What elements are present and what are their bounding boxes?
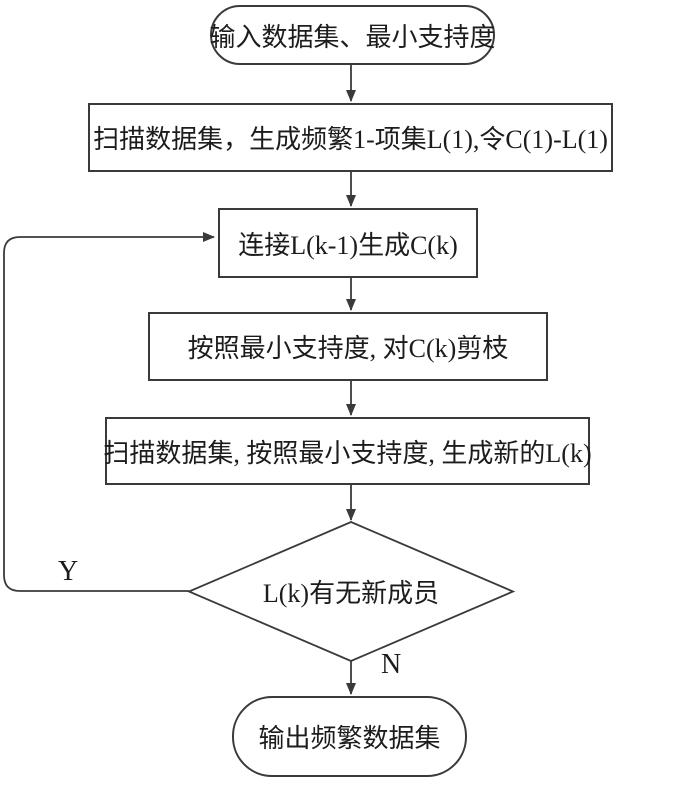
node-start-label: 输入数据集、最小支持度 [209,22,496,52]
node-scan-new-process: 扫描数据集, 按照最小支持度, 生成新的L(k) [103,417,592,485]
edge-label-yes: Y [58,556,79,587]
node-end-terminator: 输出频繁数据集 [232,696,467,777]
decision-diamond-shape [186,521,516,662]
node-start-terminator: 输入数据集、最小支持度 [209,5,496,65]
node-scan-initial-label: 扫描数据集，生成频繁1-项集L(1),令C(1)-L(1) [93,125,608,154]
node-scan-new-label: 扫描数据集, 按照最小支持度, 生成新的L(k) [103,438,592,468]
node-end-label: 输出频繁数据集 [258,724,441,753]
edge-decision-yes-loop [3,232,215,592]
edge-label-no: N [381,649,402,680]
node-prune-process: 按照最小支持度, 对C(k)剪枝 [148,312,548,381]
node-join-process: 连接L(k-1)生成C(k) [218,208,478,278]
node-scan-initial-process: 扫描数据集，生成频繁1-项集L(1),令C(1)-L(1) [88,103,613,172]
node-prune-label: 按照最小支持度, 对C(k)剪枝 [187,334,509,363]
node-join-label: 连接L(k-1)生成C(k) [238,230,458,260]
node-decision-label: L(k)有无新成员 [262,578,440,608]
